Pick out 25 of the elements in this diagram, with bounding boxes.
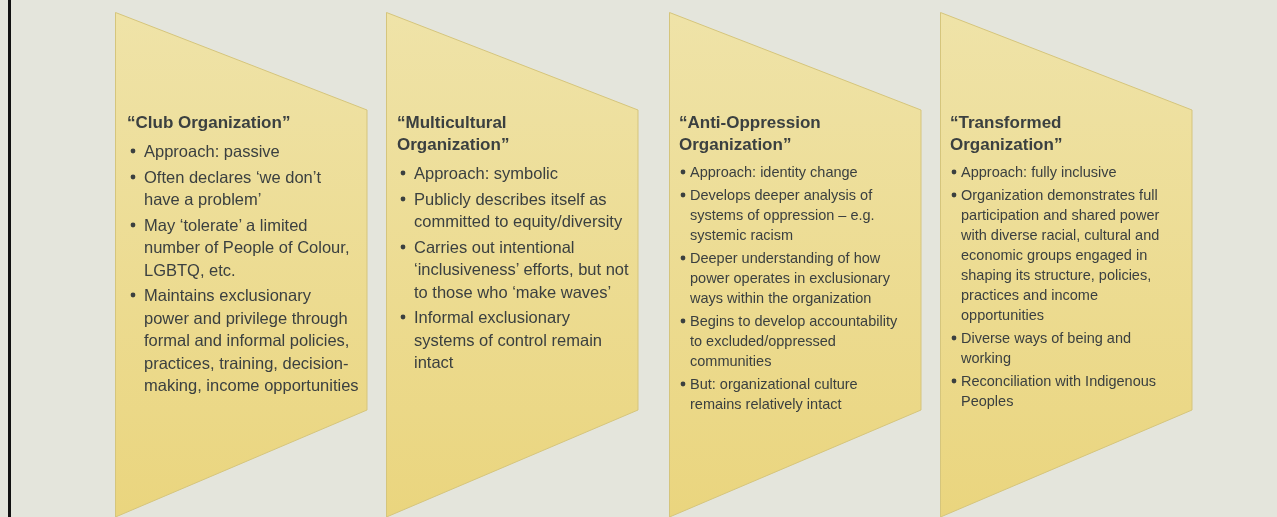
bullet-point: Organization demonstrates full participation and shared power with diverse racial, cultural and economic groups engaged in shaping its structure, policies, practices and income opportunities (961, 186, 1161, 325)
stage-heading: “Multicultural Organization” (397, 112, 511, 156)
chevron-shape (669, 12, 922, 517)
bullet-point: May ‘tolerate’ a limited number of People of Colour, LGBTQ, etc. (144, 214, 351, 281)
bullet-point: But: organizational culture remains relatively intact (690, 375, 859, 414)
bullet-point: Approach: passive (144, 141, 280, 162)
bullet-point: Informal exclusionary systems of control remain intact (414, 307, 603, 373)
stage-heading: “Anti-Oppression Organization” (679, 112, 822, 156)
bullet-point: Carries out intentional ‘inclusiveness’ efforts, but not to those who ‘make waves’ (414, 236, 629, 303)
chevron-shape (115, 12, 368, 517)
bullet-point: Approach: identity change (690, 163, 858, 182)
chevron-shape (940, 12, 1193, 517)
bullet-point: Approach: symbolic (414, 163, 558, 184)
stage-heading: “Transformed Organization” (950, 112, 1064, 156)
bullet-point: Maintains exclusionary power and privilege through formal and informal policies, practices, training, decision-making, income opportunities (144, 285, 359, 396)
bullet-point: Develops deeper analysis of systems of oppression – e.g. systemic racism (690, 186, 876, 245)
bullet-point: Often declares ‘we don’t have a problem’ (144, 166, 322, 210)
bullet-point: Deeper understanding of how power operates in exclusionary ways within the organization (690, 249, 891, 308)
stage-heading: “Club Organization” (127, 112, 291, 134)
bullet-point: Reconciliation with Indigenous Peoples (961, 372, 1158, 411)
bullet-point: Begins to develop accountability to excluded/oppressed communities (690, 312, 899, 371)
chevron-shape (386, 12, 639, 517)
bullet-point: Diverse ways of being and working (961, 329, 1133, 368)
bullet-point: Publicly describes itself as committed to equity/diversity (414, 188, 624, 232)
bullet-point: Approach: fully inclusive (961, 163, 1117, 182)
